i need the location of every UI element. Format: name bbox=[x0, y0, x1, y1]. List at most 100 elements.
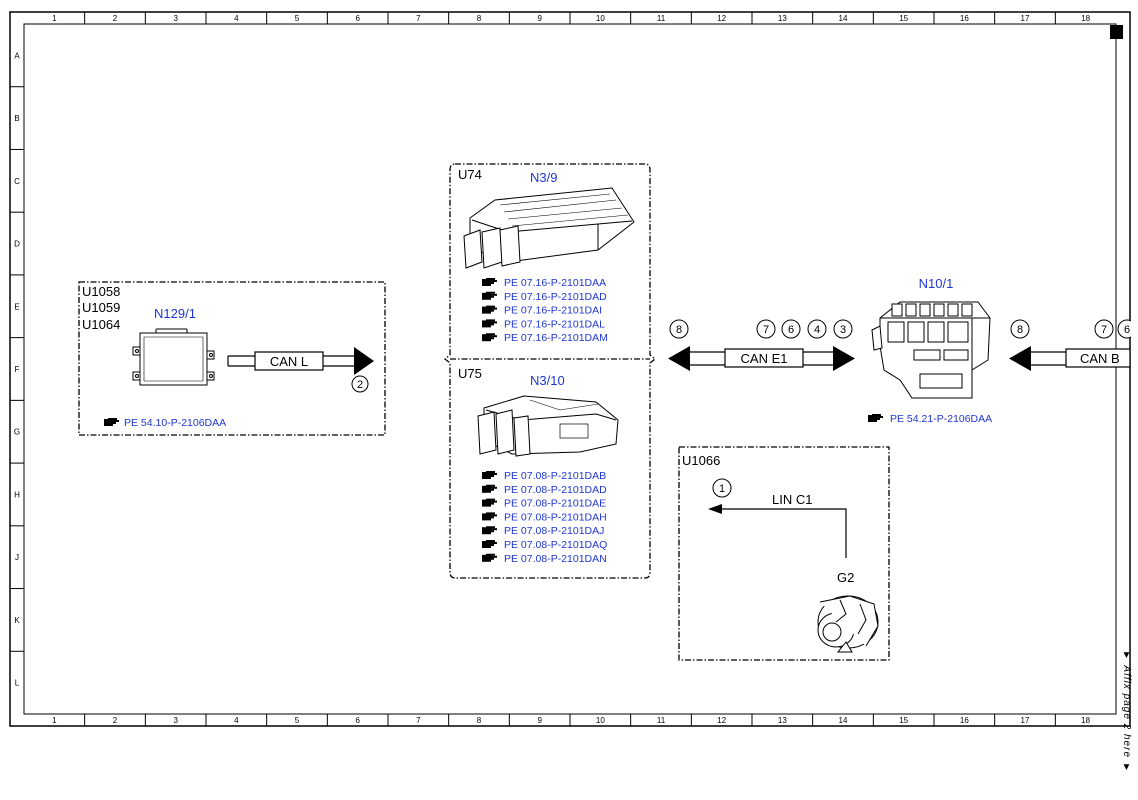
alternator-icon bbox=[817, 595, 879, 653]
grid-column-label: 11 bbox=[657, 14, 666, 23]
ecu-n3-9-icon bbox=[463, 187, 635, 269]
reference-list-u74: PE 07.16-P-2101DAA PE 07.16-P-2101DAD PE 0… bbox=[482, 277, 608, 344]
grid-column-label: 5 bbox=[295, 14, 300, 23]
svg-text:2: 2 bbox=[357, 379, 363, 391]
reference-link[interactable]: PE 07.08-P-2101DAJ bbox=[504, 525, 604, 537]
grid-row-label: H bbox=[14, 490, 20, 499]
reference-link[interactable]: PE 07.16-P-2101DAD bbox=[504, 291, 607, 303]
svg-text:8: 8 bbox=[1017, 324, 1023, 336]
can-e1-bus: CAN E1 bbox=[668, 346, 855, 371]
pointing-hand-icon bbox=[482, 498, 497, 507]
can-b-bus: CAN B bbox=[1009, 346, 1131, 371]
connector-7: 7 bbox=[763, 324, 769, 336]
grid-column-label: 13 bbox=[778, 14, 787, 23]
grid-column-label: 6 bbox=[355, 14, 360, 23]
reference-link[interactable]: PE 07.16-P-2101DAL bbox=[504, 318, 605, 330]
grid-column-label: 4 bbox=[234, 716, 239, 725]
grid-row-label: J bbox=[15, 553, 19, 562]
reference-link[interactable]: PE 07.08-P-2101DAQ bbox=[504, 539, 607, 551]
group-code-u1064: U1064 bbox=[82, 317, 120, 332]
grid-column-label: 3 bbox=[173, 14, 178, 23]
pointing-hand-icon bbox=[482, 319, 497, 328]
connector-8-right: 8 bbox=[1010, 319, 1030, 339]
corner-mark bbox=[1110, 25, 1123, 39]
connector-3: 3 bbox=[840, 324, 846, 336]
module-group-u1058: U1058 U1059 U1064 N129/1 CAN L bbox=[78, 281, 386, 436]
grid-column-label: 14 bbox=[839, 14, 848, 23]
grid-column-label: 8 bbox=[477, 14, 482, 23]
connector-6-b: 6 bbox=[1124, 324, 1130, 336]
component-label-n129-1: N129/1 bbox=[154, 306, 196, 321]
pointing-hand-icon bbox=[482, 512, 497, 521]
pointing-hand-icon bbox=[482, 526, 497, 535]
grid-column-label: 18 bbox=[1081, 716, 1090, 725]
grid-column-label: 7 bbox=[416, 716, 421, 725]
grid-column-label: 16 bbox=[960, 716, 969, 725]
grid-row-label: F bbox=[15, 365, 20, 374]
grid-column-label: 6 bbox=[355, 716, 360, 725]
module-group-u1066: U1066 1 LIN C1 G2 bbox=[678, 446, 890, 661]
svg-text:8: 8 bbox=[676, 324, 682, 336]
can-e1-connectors: 7 6 4 3 bbox=[756, 319, 853, 339]
grid-column-label: 10 bbox=[596, 14, 605, 23]
grid-row-label: C bbox=[14, 177, 20, 186]
grid-column-label: 5 bbox=[295, 716, 300, 725]
pointing-hand-icon bbox=[104, 418, 119, 426]
group-code-u75: U75 bbox=[458, 366, 482, 381]
grid-column-label: 7 bbox=[416, 14, 421, 23]
grid-column-label: 15 bbox=[899, 14, 908, 23]
grid-column-label: 10 bbox=[596, 716, 605, 725]
grid-column-label: 17 bbox=[1021, 14, 1030, 23]
group-code-u1058: U1058 bbox=[82, 284, 120, 299]
affix-note: ▼ Affix page 2 here ▼ bbox=[1121, 650, 1132, 774]
grid-row-label: L bbox=[15, 679, 20, 688]
connector-6: 6 bbox=[788, 324, 794, 336]
component-label-n10-1: N10/1 bbox=[919, 276, 954, 291]
pointing-hand-icon bbox=[482, 333, 497, 342]
grid-row-label: K bbox=[14, 616, 20, 625]
grid-column-label: 9 bbox=[537, 14, 542, 23]
grid-row-label: B bbox=[14, 114, 19, 123]
reference-link[interactable]: PE 07.08-P-2101DAH bbox=[504, 511, 607, 523]
reference-link[interactable]: PE 07.16-P-2101DAA bbox=[504, 277, 606, 289]
group-code-u74: U74 bbox=[458, 167, 482, 182]
connector-1: 1 bbox=[712, 478, 732, 498]
grid-column-label: 15 bbox=[899, 716, 908, 725]
grid-column-label: 12 bbox=[717, 716, 726, 725]
grid-column-label: 8 bbox=[477, 716, 482, 725]
reference-link[interactable]: PE 07.16-P-2101DAI bbox=[504, 305, 602, 317]
grid-row-label: G bbox=[14, 428, 20, 437]
module-n10-1: N10/1 PE 54.21-P-2106DAA bbox=[868, 276, 992, 425]
grid-row-label: A bbox=[14, 51, 20, 60]
pointing-hand-icon bbox=[482, 305, 497, 314]
connector-7-b: 7 bbox=[1101, 324, 1107, 336]
reference-link[interactable]: PE 07.08-P-2101DAB bbox=[504, 470, 606, 482]
can-l-bus: CAN L bbox=[227, 347, 374, 375]
reference-link[interactable]: PE 07.08-P-2101DAE bbox=[504, 498, 606, 510]
module-n129-1-icon bbox=[132, 328, 215, 386]
grid-column-label: 9 bbox=[537, 716, 542, 725]
svg-text:PE 54.10-P-2106DAA: PE 54.10-P-2106DAA bbox=[124, 417, 226, 429]
sam-module-icon bbox=[871, 301, 991, 399]
pointing-hand-icon bbox=[482, 484, 497, 493]
connector-4: 4 bbox=[814, 324, 820, 336]
reference-link[interactable]: PE 07.08-P-2101DAD bbox=[504, 484, 607, 496]
component-label-g2: G2 bbox=[837, 570, 854, 585]
grid-column-label: 3 bbox=[173, 716, 178, 725]
reference-list-u75: PE 07.08-P-2101DAB PE 07.08-P-2101DAD PE 0… bbox=[482, 470, 607, 565]
reference-n10-1: PE 54.21-P-2106DAA bbox=[868, 413, 992, 425]
reference-link[interactable]: PE 07.08-P-2101DAN bbox=[504, 553, 607, 565]
grid-labels: 1122334455667788991010111112121313141415… bbox=[10, 12, 1091, 726]
reference-link[interactable]: PE 07.16-P-2101DAM bbox=[504, 332, 608, 344]
pointing-hand-icon bbox=[482, 291, 497, 300]
grid-column-label: 17 bbox=[1021, 716, 1030, 725]
group-code-u1059: U1059 bbox=[82, 300, 120, 315]
component-label-n3-10: N3/10 bbox=[530, 373, 565, 388]
grid-column-label: 4 bbox=[234, 14, 239, 23]
grid-column-label: 2 bbox=[113, 716, 118, 725]
can-b-label: CAN B bbox=[1080, 351, 1120, 366]
lin-c1-bus: LIN C1 bbox=[708, 492, 847, 558]
svg-text:1: 1 bbox=[719, 483, 725, 495]
